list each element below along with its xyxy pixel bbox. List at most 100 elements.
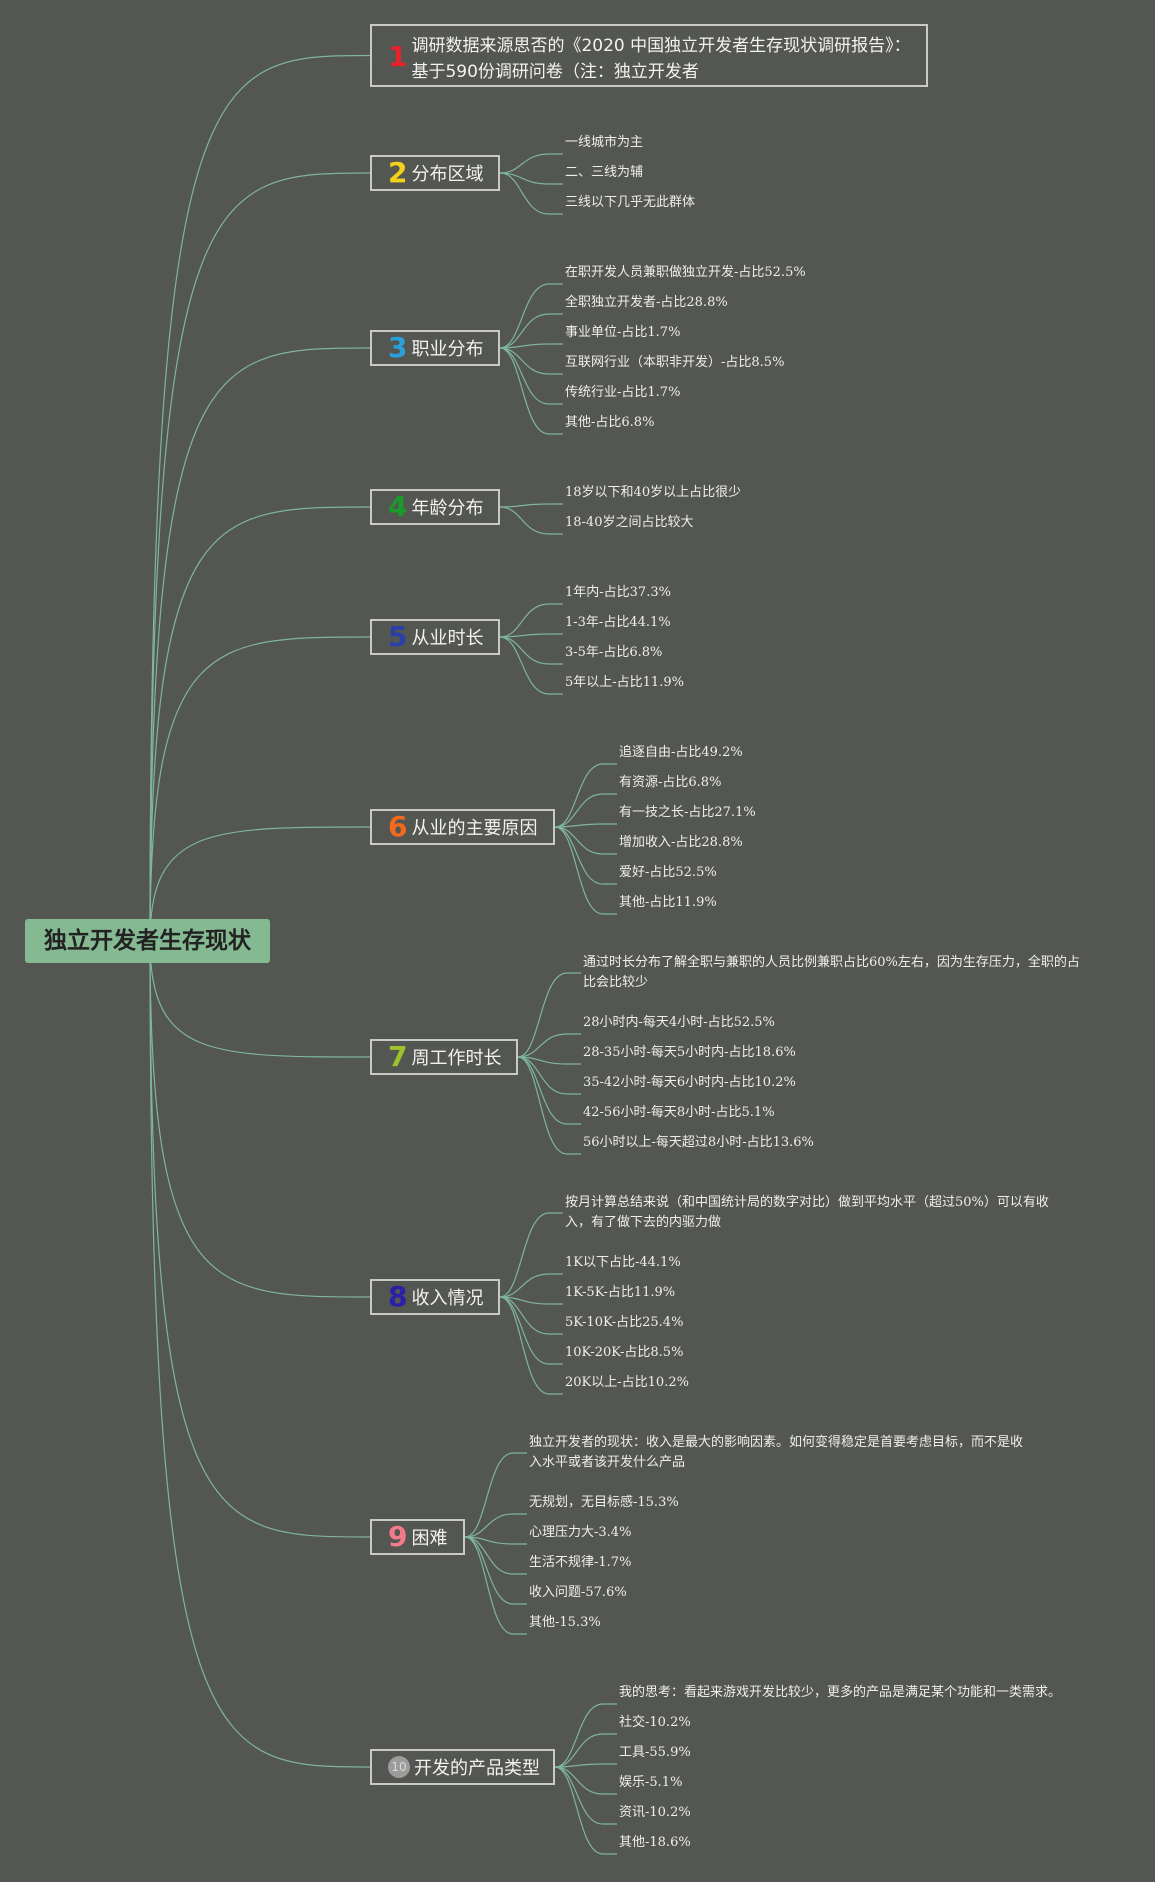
- leaf-link: [499, 343, 563, 349]
- leaf-item: 追逐自由-占比49.2%: [619, 745, 743, 760]
- leaf-item: 1K-5K-占比11.9%: [565, 1285, 676, 1300]
- leaf-link: [517, 1056, 581, 1065]
- topic-label: 职业分布: [411, 339, 484, 360]
- leaf-item: 娱乐-5.1%: [619, 1775, 683, 1790]
- leaf-link: [554, 1766, 617, 1795]
- leaf-link: [517, 972, 581, 1058]
- leaf-item: 全职独立开发者-占比28.8%: [565, 295, 728, 310]
- leaf-link: [464, 1536, 527, 1545]
- topic-label: 从业时长: [411, 628, 484, 649]
- leaf-item: 生活不规律-1.7%: [529, 1555, 632, 1570]
- topic-number: 5: [388, 620, 408, 653]
- leaf-link: [499, 172, 563, 185]
- leaf-link: [499, 1296, 563, 1365]
- leaf-item: 其他-15.3%: [529, 1615, 601, 1630]
- topic-label: 从业的主要原因: [411, 818, 538, 839]
- leaf-item: 工具-55.9%: [619, 1745, 691, 1760]
- leaf-item: 传统行业-占比1.7%: [565, 385, 681, 400]
- leaf-item: 3-5年-占比6.8%: [565, 645, 663, 660]
- leaf-item: 按月计算总结来说（和中国统计局的数字对比）做到平均水平（超过50%）可以有收入，…: [565, 1195, 1049, 1230]
- leaf-link: [554, 826, 617, 885]
- leaf-link: [499, 506, 563, 535]
- leaf-link: [554, 826, 617, 855]
- leaf-link: [554, 763, 617, 828]
- leaf-link: [554, 1766, 617, 1825]
- leaf-link: [499, 172, 563, 215]
- leaf-link: [464, 1536, 527, 1605]
- root-link-2: [149, 172, 371, 942]
- leaf-item: 增加收入-占比28.8%: [619, 835, 743, 850]
- leaf-item: 18-40岁之间占比较大: [565, 515, 694, 530]
- leaf-link: [499, 347, 563, 405]
- leaf-item: 有资源-占比6.8%: [619, 775, 722, 790]
- root-link-6: [149, 826, 371, 942]
- leaf-item: 28小时内-每天4小时-占比52.5%: [583, 1015, 775, 1030]
- topic-number: 2: [388, 156, 408, 189]
- leaf-item: 社交-10.2%: [619, 1715, 691, 1730]
- leaf-link: [499, 347, 563, 375]
- leaf-item: 心理压力大-3.4%: [529, 1525, 632, 1540]
- root-link-9: [149, 940, 371, 1538]
- leaf-item: 有一技之长-占比27.1%: [619, 805, 756, 820]
- topic-number: 10: [388, 1756, 410, 1778]
- leaf-link: [554, 1733, 617, 1768]
- topic-label: 困难: [411, 1528, 448, 1549]
- leaf-item: 资讯-10.2%: [619, 1805, 691, 1820]
- leaf-item: 18岁以下和40岁以上占比很少: [565, 485, 742, 500]
- root-link-3: [149, 347, 371, 942]
- topic-number: 1: [388, 40, 408, 73]
- leaf-item: 35-42小时-每天6小时内-占比10.2%: [583, 1075, 796, 1090]
- leaf-item: 其他-占比6.8%: [565, 415, 655, 430]
- topic-number: 4: [388, 490, 408, 523]
- leaf-item: 互联网行业（本职非开发）-占比8.5%: [565, 355, 785, 370]
- leaf-link: [464, 1452, 527, 1538]
- leaf-item: 5年以上-占比11.9%: [565, 675, 684, 690]
- leaf-item: 事业单位-占比1.7%: [565, 325, 681, 340]
- topic-number: 8: [388, 1280, 408, 1313]
- root-link-10: [149, 940, 371, 1768]
- leaf-link: [464, 1536, 527, 1635]
- leaf-link: [554, 826, 617, 915]
- leaf-link: [464, 1513, 527, 1538]
- topic-number: 6: [388, 810, 408, 843]
- topic-label: 开发的产品类型: [414, 1758, 540, 1779]
- leaf-item: 42-56小时-每天8小时-占比5.1%: [583, 1105, 775, 1120]
- topic-label: 分布区域: [411, 164, 484, 185]
- root-link-4: [149, 506, 371, 942]
- root-link-1: [149, 54, 371, 942]
- leaf-item: 一线城市为主: [565, 135, 644, 150]
- leaf-link: [499, 283, 563, 349]
- topic-number: 7: [388, 1040, 408, 1073]
- leaf-link: [499, 1296, 563, 1395]
- leaf-link: [499, 603, 563, 638]
- leaf-link: [499, 1296, 563, 1305]
- leaf-link: [554, 1766, 617, 1855]
- leaf-link: [554, 1763, 617, 1768]
- leaf-link: [499, 1212, 563, 1298]
- leaf-link: [499, 347, 563, 435]
- leaf-item: 28-35小时-每天5小时内-占比18.6%: [583, 1045, 796, 1060]
- leaf-link: [499, 313, 563, 349]
- leaf-item: 爱好-占比52.5%: [619, 865, 717, 880]
- topic-number: 9: [388, 1520, 408, 1553]
- root-topic: 独立开发者生存现状: [25, 919, 270, 963]
- leaf-item: 1年内-占比37.3%: [565, 585, 671, 600]
- leaf-item: 二、三线为辅: [565, 165, 644, 180]
- leaf-item: 10K-20K-占比8.5%: [565, 1345, 684, 1360]
- leaf-link: [517, 1056, 581, 1125]
- leaf-item: 其他-18.6%: [619, 1835, 691, 1850]
- root-link-8: [149, 940, 371, 1298]
- leaf-link: [499, 1273, 563, 1298]
- leaf-link: [464, 1536, 527, 1575]
